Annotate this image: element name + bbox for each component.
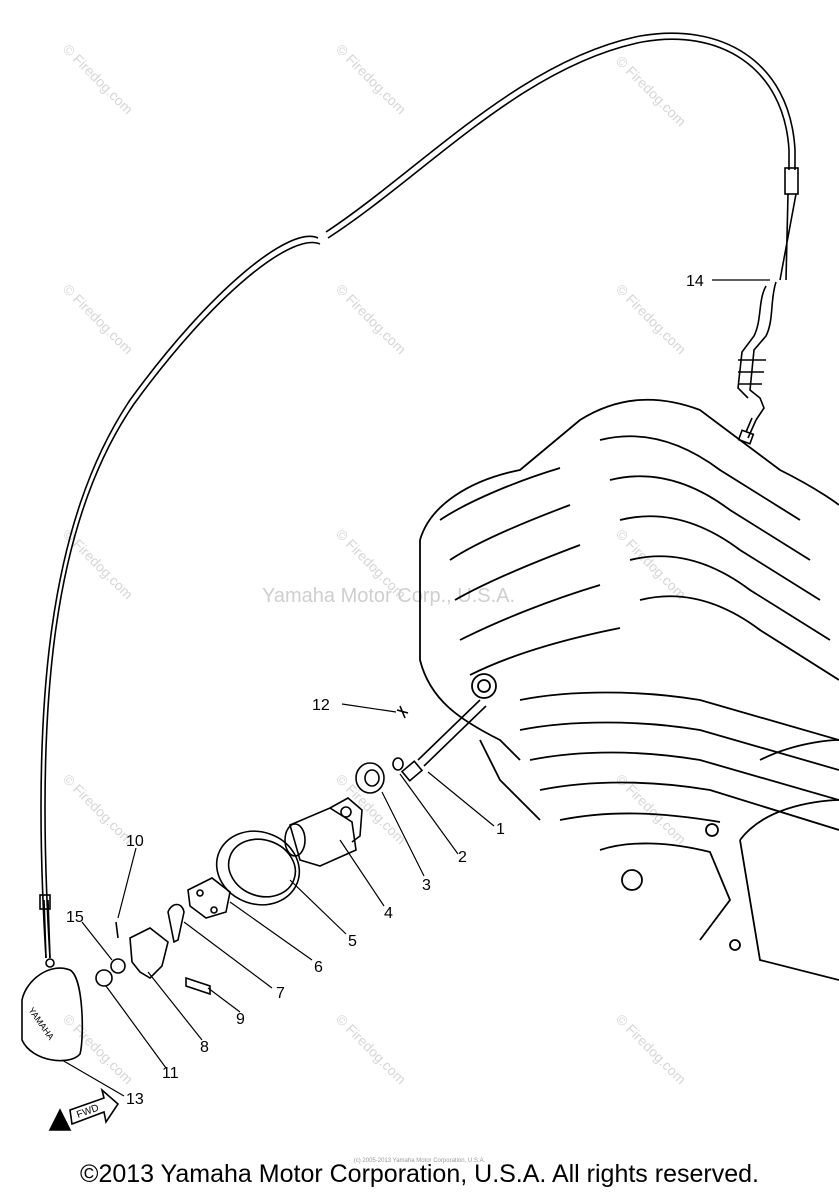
watermark: © Firedog.com	[613, 281, 689, 357]
callout-15: 15	[66, 909, 84, 926]
watermark: © Firedog.com	[613, 526, 689, 602]
callout-11: 11	[162, 1065, 179, 1082]
copyright-notice: ©2013 Yamaha Motor Corporation, U.S.A. A…	[80, 1160, 759, 1188]
callout-labels: 1 2 3 4 5 6 7 8 9 10 11 12 13 14 15	[66, 273, 704, 1108]
watermark: © Firedog.com	[613, 53, 689, 129]
cover-logo: YAMAHA	[26, 1005, 56, 1041]
callout-2: 2	[458, 849, 467, 866]
watermark: © Firedog.com	[613, 1011, 689, 1087]
callout-5: 5	[348, 933, 357, 950]
engine-cylinder	[419, 398, 839, 981]
watermark: © Firedog.com	[60, 526, 136, 602]
callout-12: 12	[312, 697, 330, 714]
watermark: © Firedog.com	[333, 281, 409, 357]
callout-14: 14	[686, 273, 704, 290]
callout-8: 8	[200, 1039, 209, 1056]
callout-13: 13	[126, 1091, 144, 1108]
callout-6: 6	[314, 959, 323, 976]
callout-7: 7	[276, 985, 285, 1002]
watermark: © Firedog.com	[333, 41, 409, 117]
callout-3: 3	[422, 877, 431, 894]
watermark: © Firedog.com	[60, 771, 136, 847]
watermark-layer: © Firedog.com © Firedog.com © Firedog.co…	[60, 41, 689, 1087]
watermark: © Firedog.com	[333, 771, 409, 847]
callout-4: 4	[384, 905, 393, 922]
callout-10: 10	[126, 833, 144, 850]
leader-lines	[61, 279, 770, 1097]
watermark: © Firedog.com	[333, 1011, 409, 1087]
watermark: © Firedog.com	[60, 1011, 136, 1087]
watermark: © Firedog.com	[60, 41, 136, 117]
callout-9: 9	[236, 1011, 245, 1028]
parts: YAMAHA FWD	[21, 699, 487, 1131]
fine-print: (c) 2005-2013 Yamaha Motor Corporation, …	[353, 1158, 486, 1164]
watermark-center: Yamaha Motor Corp., U.S.A.	[262, 585, 515, 607]
cable	[39, 32, 799, 968]
callout-1: 1	[496, 821, 505, 838]
watermark: © Firedog.com	[60, 281, 136, 357]
